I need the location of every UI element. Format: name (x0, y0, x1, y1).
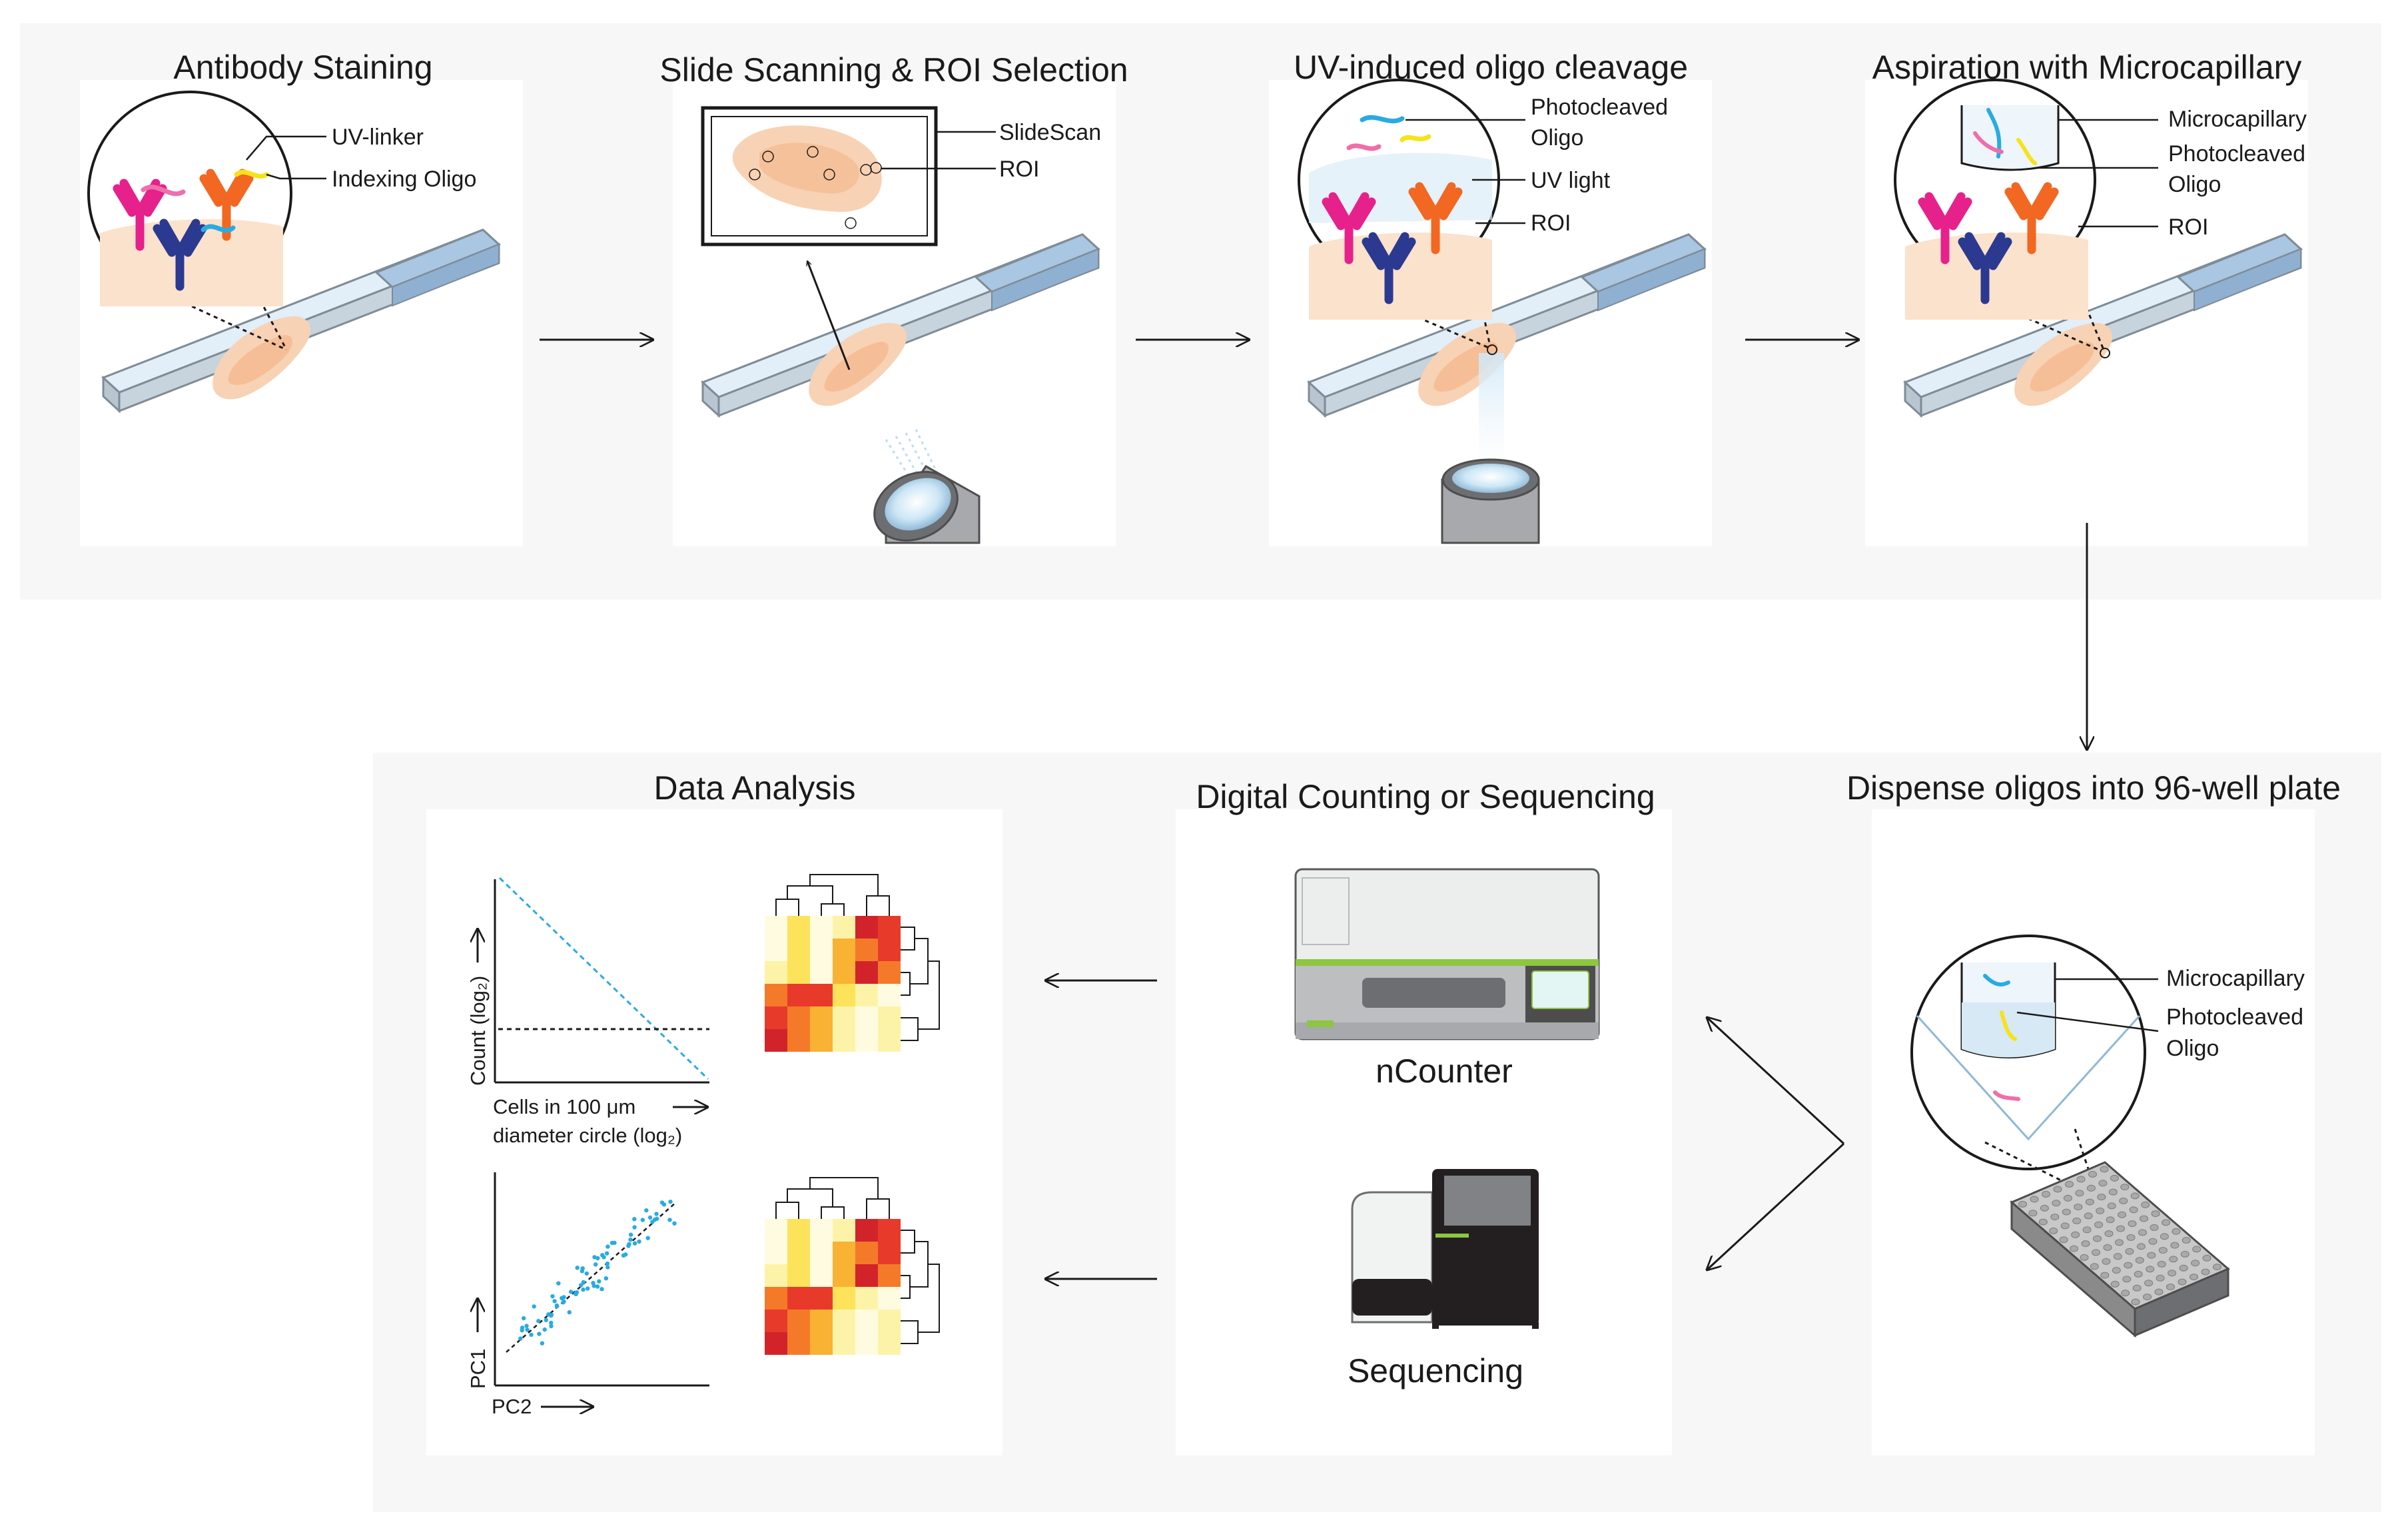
title-dispense: Dispense oligos into 96-well plate (1846, 769, 2341, 807)
pca-plot (494, 1172, 709, 1387)
label-photocleaved-uv: Photocleaved (1531, 95, 1668, 120)
label-ncounter: nCounter (1376, 1052, 1513, 1090)
label-oligo-disp: Oligo (2166, 1036, 2219, 1061)
heatmap-bottom (765, 1177, 940, 1355)
slide-scanning-illustration (701, 106, 1100, 544)
dispense-illustration (1910, 935, 2230, 1338)
label-roi-asp: ROI (2168, 214, 2208, 240)
aspiration-illustration (1894, 79, 2302, 417)
axis-count: Count (log₂) (466, 976, 490, 1086)
axis-cells-line1: Cells in 100 μm (493, 1095, 635, 1118)
title-uv-cleavage: UV-induced oligo cleavage (1294, 49, 1688, 86)
label-sequencing: Sequencing (1348, 1352, 1523, 1389)
label-uv-linker: UV-linker (332, 125, 424, 150)
title-digital-counting: Digital Counting or Sequencing (1196, 778, 1655, 815)
title-slide-scanning: Slide Scanning & ROI Selection (659, 51, 1128, 89)
panel-data-analysis (426, 809, 1003, 1455)
label-uv-light: UV light (1531, 168, 1611, 193)
label-microcapillary-asp: Microcapillary (2168, 107, 2307, 132)
label-indexing-oligo: Indexing Oligo (332, 167, 476, 192)
process-arrows (540, 340, 2087, 1279)
label-photocleaved-disp: Photocleaved (2166, 1004, 2303, 1030)
label-microcapillary-disp: Microcapillary (2166, 966, 2305, 991)
antibody-staining-illustration (87, 91, 500, 412)
title-data-analysis: Data Analysis (654, 769, 856, 807)
title-antibody-staining: Antibody Staining (173, 49, 432, 86)
title-aspiration: Aspiration with Microcapillary (1872, 49, 2302, 86)
heatmap-top (765, 874, 940, 1052)
ncounter-instrument (1294, 868, 1600, 1040)
label-roi-uv: ROI (1531, 210, 1571, 236)
label-slidescan: SlideScan (999, 120, 1101, 145)
label-oligo-uv: Oligo (1531, 125, 1583, 151)
label-oligo-asp: Oligo (2168, 172, 2221, 197)
sequencer-instrument (1351, 1169, 1539, 1329)
axis-pc2: PC2 (492, 1395, 532, 1418)
axis-cells-line2: diameter circle (log₂) (493, 1124, 682, 1147)
axis-pc1: PC1 (466, 1349, 490, 1389)
uv-cleavage-illustration (1298, 79, 1706, 544)
label-photocleaved-asp: Photocleaved (2168, 141, 2305, 167)
count-plot (494, 877, 709, 1084)
label-roi-scan: ROI (999, 157, 1039, 182)
